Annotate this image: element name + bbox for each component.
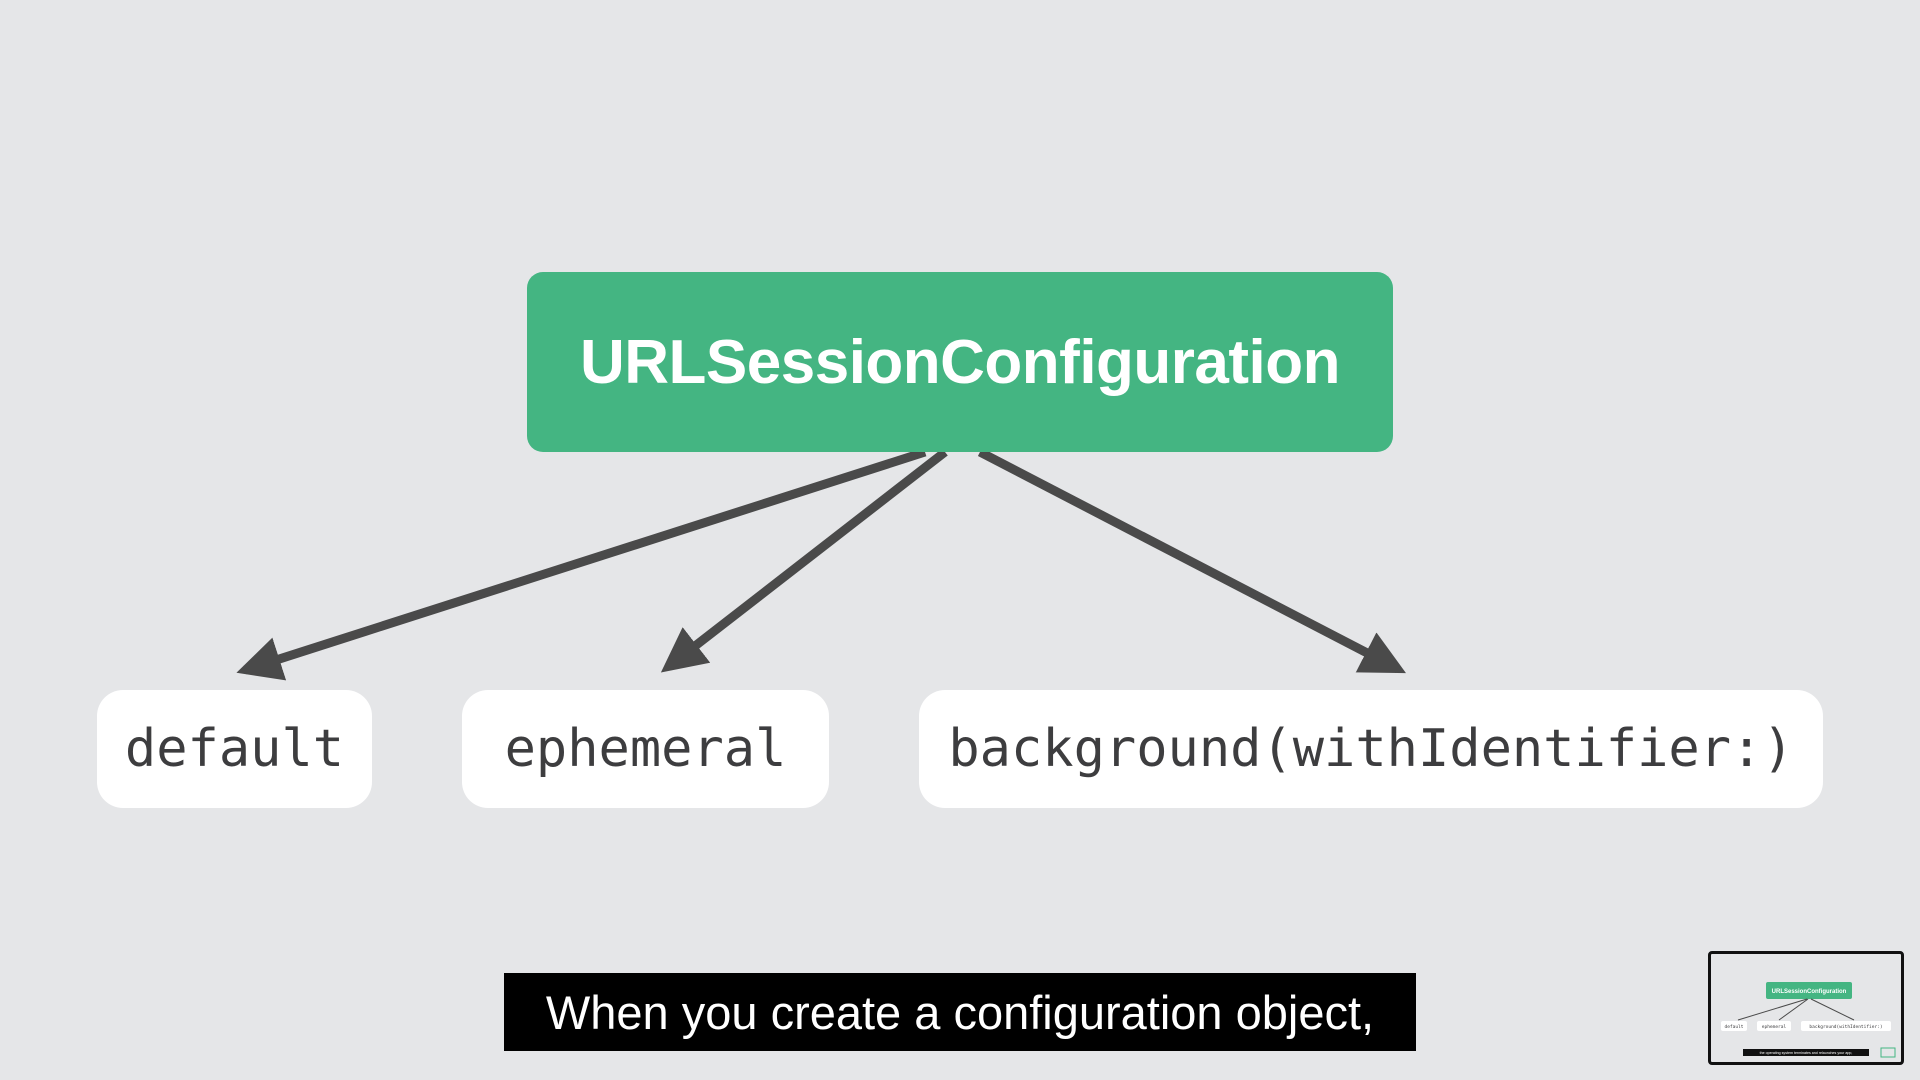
thumbnail-child-label: ephemeral [1762, 1024, 1787, 1030]
child-node-default: default [97, 690, 372, 808]
thumbnail-caption-bar [1743, 1049, 1869, 1056]
thumbnail-edge-background [1810, 998, 1855, 1021]
child-node-label: background(withIdentifier:) [948, 719, 1794, 779]
thumbnail-edge-ephemeral [1778, 998, 1809, 1021]
child-node-background: background(withIdentifier:) [919, 690, 1823, 808]
thumbnail-child-ephemeral [1757, 1021, 1791, 1031]
child-node-label: ephemeral [504, 719, 787, 779]
thumbnail-corner-marker [1880, 1047, 1896, 1058]
thumbnail-child-label: default [1725, 1024, 1744, 1030]
child-node-label: default [124, 719, 345, 779]
thumbnail-root-node [1766, 982, 1852, 999]
edge-root-to-default [236, 447, 927, 681]
subtitle-caption: When you create a configuration object, [504, 973, 1416, 1051]
thumbnail-caption-text: the operating system terminates and rela… [1760, 1051, 1853, 1055]
root-node-label: URLSessionConfiguration [579, 327, 1341, 397]
root-node-urlsessionconfiguration: URLSessionConfiguration [527, 272, 1393, 452]
thumbnail-diagram: URLSessionConfiguration default ephemera… [1721, 982, 1896, 1058]
thumbnail-root-label: URLSessionConfiguration [1772, 989, 1847, 995]
edge-root-to-background [977, 448, 1406, 674]
caption-text: When you create a configuration object, [545, 985, 1375, 1039]
thumbnail-edge-default [1737, 998, 1808, 1021]
thumbnail-child-background [1801, 1021, 1891, 1031]
video-thumbnail-preview[interactable]: URLSessionConfiguration default ephemera… [1708, 951, 1904, 1065]
child-node-ephemeral: ephemeral [462, 690, 829, 808]
thumbnail-child-default [1721, 1021, 1747, 1031]
edge-root-to-ephemeral [660, 448, 948, 673]
thumbnail-child-label: background(withIdentifier:) [1809, 1024, 1882, 1030]
